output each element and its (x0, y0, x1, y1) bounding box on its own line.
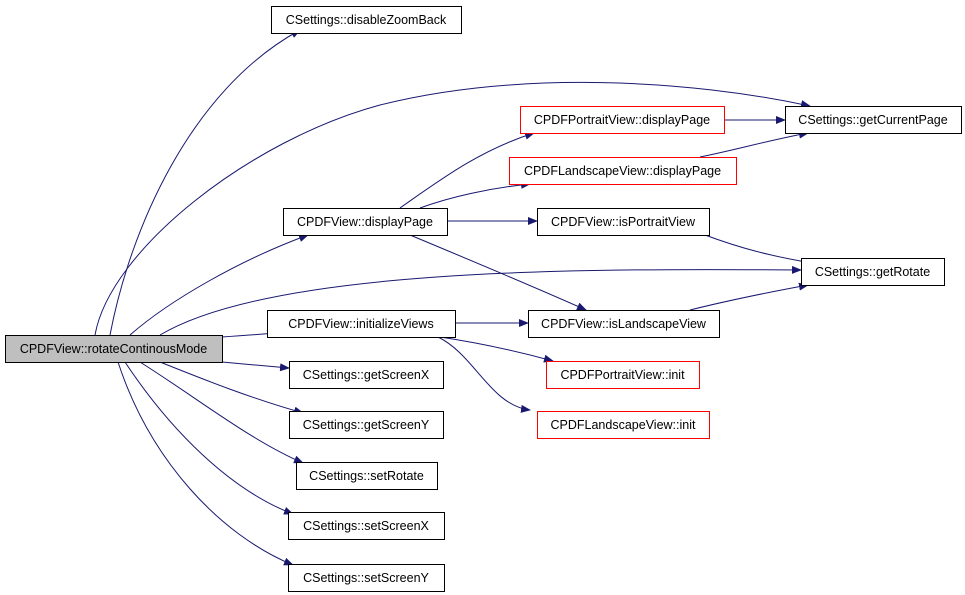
node-box[interactable] (283, 208, 448, 236)
edge-root-to-setScreenX (124, 361, 294, 515)
node-root[interactable]: CPDFView::rotateContinousMode (5, 335, 223, 363)
node-box[interactable] (537, 411, 710, 439)
node-isLandscape[interactable]: CPDFView::isLandscapeView (528, 310, 720, 338)
edge-root-to-displayPage (129, 234, 309, 336)
node-label: CSettings::setScreenX (303, 519, 429, 533)
node-box[interactable] (288, 512, 445, 540)
node-box[interactable] (267, 310, 456, 338)
node-box[interactable] (509, 157, 737, 185)
node-getRotate[interactable]: CSettings::getRotate (801, 258, 945, 286)
node-displayPage[interactable]: CPDFView::displayPage (283, 208, 448, 236)
edge-root-to-getRotate (159, 265, 802, 336)
node-label: CPDFView::isPortraitView (551, 215, 696, 229)
node-box[interactable] (271, 6, 462, 34)
node-label: CPDFView::displayPage (297, 215, 433, 229)
node-box[interactable] (520, 106, 725, 134)
node-box[interactable] (296, 462, 438, 490)
node-label: CPDFPortraitView::init (560, 368, 685, 382)
node-box[interactable] (289, 361, 444, 389)
node-label: CSettings::getRotate (815, 265, 930, 279)
node-label: CPDFView::initializeViews (288, 317, 433, 331)
edge-root-to-getScreenY (159, 361, 304, 415)
edge-displayPage-to-isLandscape (409, 234, 587, 311)
edge-root-to-setRotate (139, 361, 304, 464)
node-initializeViews[interactable]: CPDFView::initializeViews (267, 310, 456, 338)
node-landscapeInit[interactable]: CPDFLandscapeView::init (537, 411, 710, 439)
node-disableZoomBack[interactable]: CSettings::disableZoomBack (271, 6, 462, 34)
node-getCurrentPage[interactable]: CSettings::getCurrentPage (785, 106, 962, 134)
node-label: CPDFLandscapeView::init (551, 418, 697, 432)
edge-isLandscape-to-getRotate (689, 282, 809, 311)
node-label: CPDFPortraitView::displayPage (534, 113, 710, 127)
node-portraitInit[interactable]: CPDFPortraitView::init (546, 361, 700, 389)
node-box[interactable] (288, 564, 445, 592)
edge-displayPage-to-portraitDisplay (399, 131, 535, 209)
node-box[interactable] (537, 208, 710, 236)
edge-root-to-setScreenY (117, 361, 294, 566)
node-portraitDisplay[interactable]: CPDFPortraitView::displayPage (520, 106, 725, 134)
node-label: CSettings::getCurrentPage (798, 113, 947, 127)
edge-landscapeDisplay-to-getCurrentPage (699, 130, 809, 158)
node-box[interactable] (785, 106, 962, 134)
node-box[interactable] (801, 258, 945, 286)
node-label: CPDFView::isLandscapeView (541, 317, 707, 331)
node-box[interactable] (528, 310, 720, 338)
node-label: CSettings::setScreenY (303, 571, 429, 585)
node-label: CPDFLandscapeView::displayPage (524, 164, 721, 178)
node-label: CSettings::getScreenX (303, 368, 430, 382)
node-setScreenY[interactable]: CSettings::setScreenY (288, 564, 445, 592)
edge-initializeViews-to-portraitInit (439, 336, 554, 363)
node-getScreenX[interactable]: CSettings::getScreenX (289, 361, 444, 389)
node-landscapeDisplay[interactable]: CPDFLandscapeView::displayPage (509, 157, 737, 185)
edge-isPortrait-to-getRotate (704, 234, 813, 266)
node-label: CSettings::disableZoomBack (286, 13, 447, 27)
edge-root-to-getScreenX (221, 361, 290, 372)
node-box[interactable] (289, 411, 444, 439)
node-label: CSettings::setRotate (309, 469, 424, 483)
node-box[interactable] (5, 335, 223, 363)
node-label: CPDFView::rotateContinousMode (20, 342, 207, 356)
node-label: CSettings::getScreenY (303, 418, 430, 432)
edges-layer (94, 29, 813, 566)
nodes-layer: CPDFView::rotateContinousModeCSettings::… (5, 6, 962, 592)
node-isPortrait[interactable]: CPDFView::isPortraitView (537, 208, 710, 236)
node-setRotate[interactable]: CSettings::setRotate (296, 462, 438, 490)
node-getScreenY[interactable]: CSettings::getScreenY (289, 411, 444, 439)
edge-initializeViews-to-landscapeInit (437, 336, 531, 413)
edge-displayPage-to-landscapeDisplay (419, 180, 531, 209)
edge-root-to-getCurrentPage (94, 81, 811, 336)
edge-root-to-disableZoomBack (109, 29, 301, 336)
node-setScreenX[interactable]: CSettings::setScreenX (288, 512, 445, 540)
node-box[interactable] (546, 361, 700, 389)
